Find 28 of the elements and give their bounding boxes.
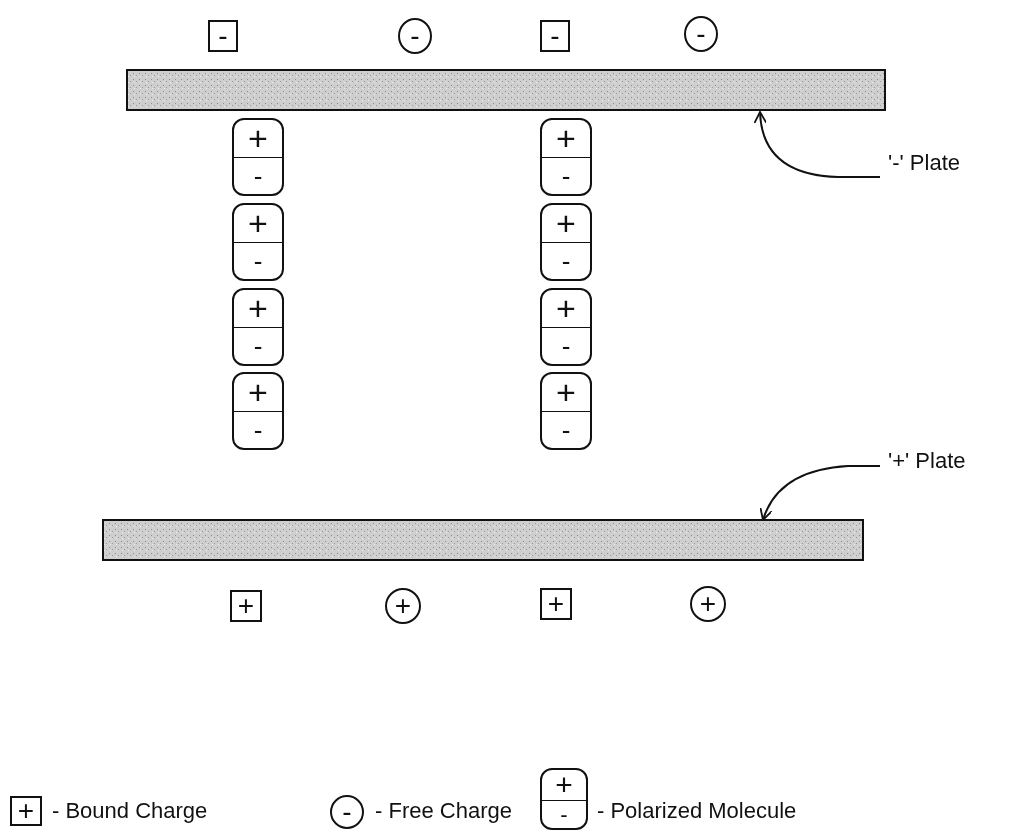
polarized-molecule: + - [540,288,592,366]
free-charge-circle: - [398,18,432,54]
plate-label: '-' Plate [888,150,960,176]
bound-charge-square: - [208,20,238,52]
free-charge-circle: - [684,16,718,52]
bound-charge-square: + [10,796,42,826]
leader-line [754,111,881,178]
bound-charge-square: + [230,590,262,622]
capacitor-plate [102,519,864,561]
polarized-molecule: + - [232,372,284,450]
polarized-molecule: + - [232,288,284,366]
polarized-molecule: + - [232,118,284,196]
symbol-caption: - Free Charge [375,798,512,824]
plate-label: '+' Plate [888,448,966,474]
bound-charge-square: + [540,588,572,620]
free-charge-circle: + [690,586,726,622]
leader-line [760,465,881,521]
polarized-molecule: + - [540,372,592,450]
bound-charge-square: - [540,20,570,52]
polarized-molecule: + - [232,203,284,281]
polarized-molecule: + - [540,768,588,830]
symbol-caption: - Polarized Molecule [597,798,797,824]
free-charge-circle: + [385,588,421,624]
free-charge-circle: - [330,795,364,829]
polarized-molecule: + - [540,118,592,196]
symbol-caption: - Bound Charge [52,798,208,824]
capacitor-plate [126,69,886,111]
polarized-molecule: + - [540,203,592,281]
